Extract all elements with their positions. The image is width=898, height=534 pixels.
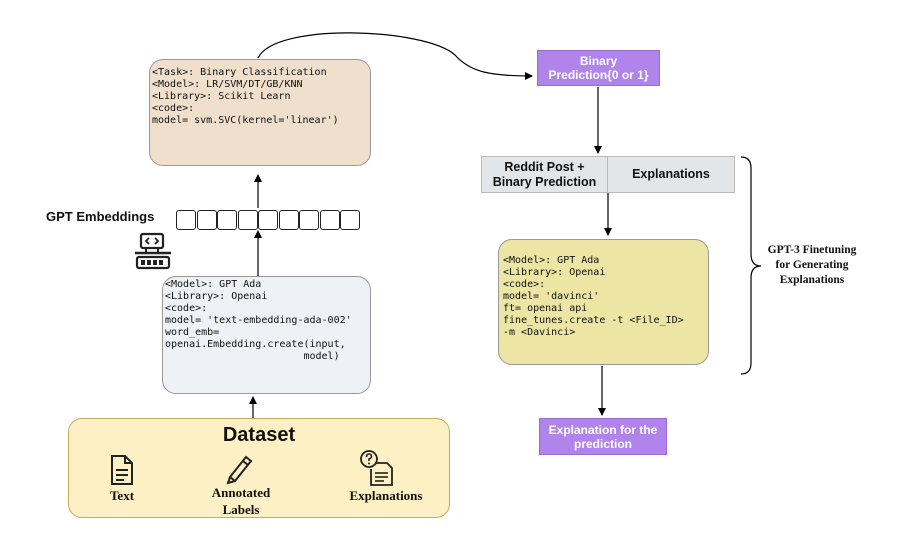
input-bar-left: Reddit Post + Binary Prediction xyxy=(481,156,608,193)
brace-label: GPT-3 Finetuning for Generating Explanat… xyxy=(767,244,857,286)
dataset-item-label: Explanations xyxy=(349,488,423,503)
explanation-output-box: Explanation for the prediction xyxy=(539,418,667,455)
code-line: -m <Davinci> xyxy=(503,327,576,338)
code-line: <code>: xyxy=(152,103,195,114)
dataset-item-label: Annotated Labels xyxy=(211,485,271,517)
code-line: <Task>: Binary Classification xyxy=(152,67,327,78)
classifier-code-box: <Task>: Binary Classification <Model>: L… xyxy=(149,59,371,166)
code-line: <Model>: LR/SVM/DT/GB/KNN xyxy=(152,79,303,90)
vector-cell xyxy=(176,210,196,230)
code-line: ft= openai api xyxy=(503,303,588,314)
dataset-item-label: Text xyxy=(109,488,135,503)
curly-brace xyxy=(740,156,762,375)
vector-cell xyxy=(299,210,319,230)
code-line: model= 'text-embedding-ada-002' xyxy=(165,315,352,326)
vector-cell xyxy=(278,210,299,230)
vector-cell xyxy=(340,210,360,230)
question-document-icon xyxy=(360,450,393,486)
code-line: <Library>: Openai xyxy=(503,267,606,278)
vector-cell xyxy=(258,210,278,230)
code-line: <Library>: Scikit Learn xyxy=(152,91,291,102)
code-line: openai.Embedding.create(input, xyxy=(165,339,346,350)
arrow-classifier-to-prediction xyxy=(257,32,533,80)
finetune-code-box: <Model>: GPT Ada <Library>: Openai <code… xyxy=(498,239,709,365)
code-line: word_emb= xyxy=(165,327,220,338)
vector-cell xyxy=(319,210,340,230)
binary-prediction-box: Binary Prediction{0 or 1} xyxy=(537,50,660,86)
pencil-icon xyxy=(226,455,253,485)
code-line: fine_tunes.create -t <File_ID> xyxy=(503,315,684,326)
vector-cell xyxy=(217,210,237,230)
dataset-title: Dataset xyxy=(222,424,296,446)
code-line: <Model>: GPT Ada xyxy=(165,279,262,290)
gpt-embeddings-label: GPT Embeddings xyxy=(46,209,155,224)
code-line: <code>: xyxy=(503,279,546,290)
document-icon xyxy=(111,455,133,485)
embedding-code-box: <Model>: GPT Ada <Library>: Openai <code… xyxy=(162,276,371,394)
embedding-vector xyxy=(176,210,360,230)
embedding-processor-icon xyxy=(135,232,171,270)
code-line: <code>: xyxy=(165,303,208,314)
code-line: <Model>: GPT Ada xyxy=(503,255,600,266)
code-line: <Library>: Openai xyxy=(165,291,268,302)
vector-cell xyxy=(237,210,258,230)
code-line: model= 'davinci' xyxy=(503,291,600,302)
vector-cell xyxy=(196,210,217,230)
input-bar-right: Explanations xyxy=(607,156,735,193)
code-line: model) xyxy=(165,351,340,362)
dataset-box: Dataset Text Annotated Labels Explanatio… xyxy=(68,418,450,518)
code-line: model= svm.SVC(kernel='linear') xyxy=(152,115,339,126)
